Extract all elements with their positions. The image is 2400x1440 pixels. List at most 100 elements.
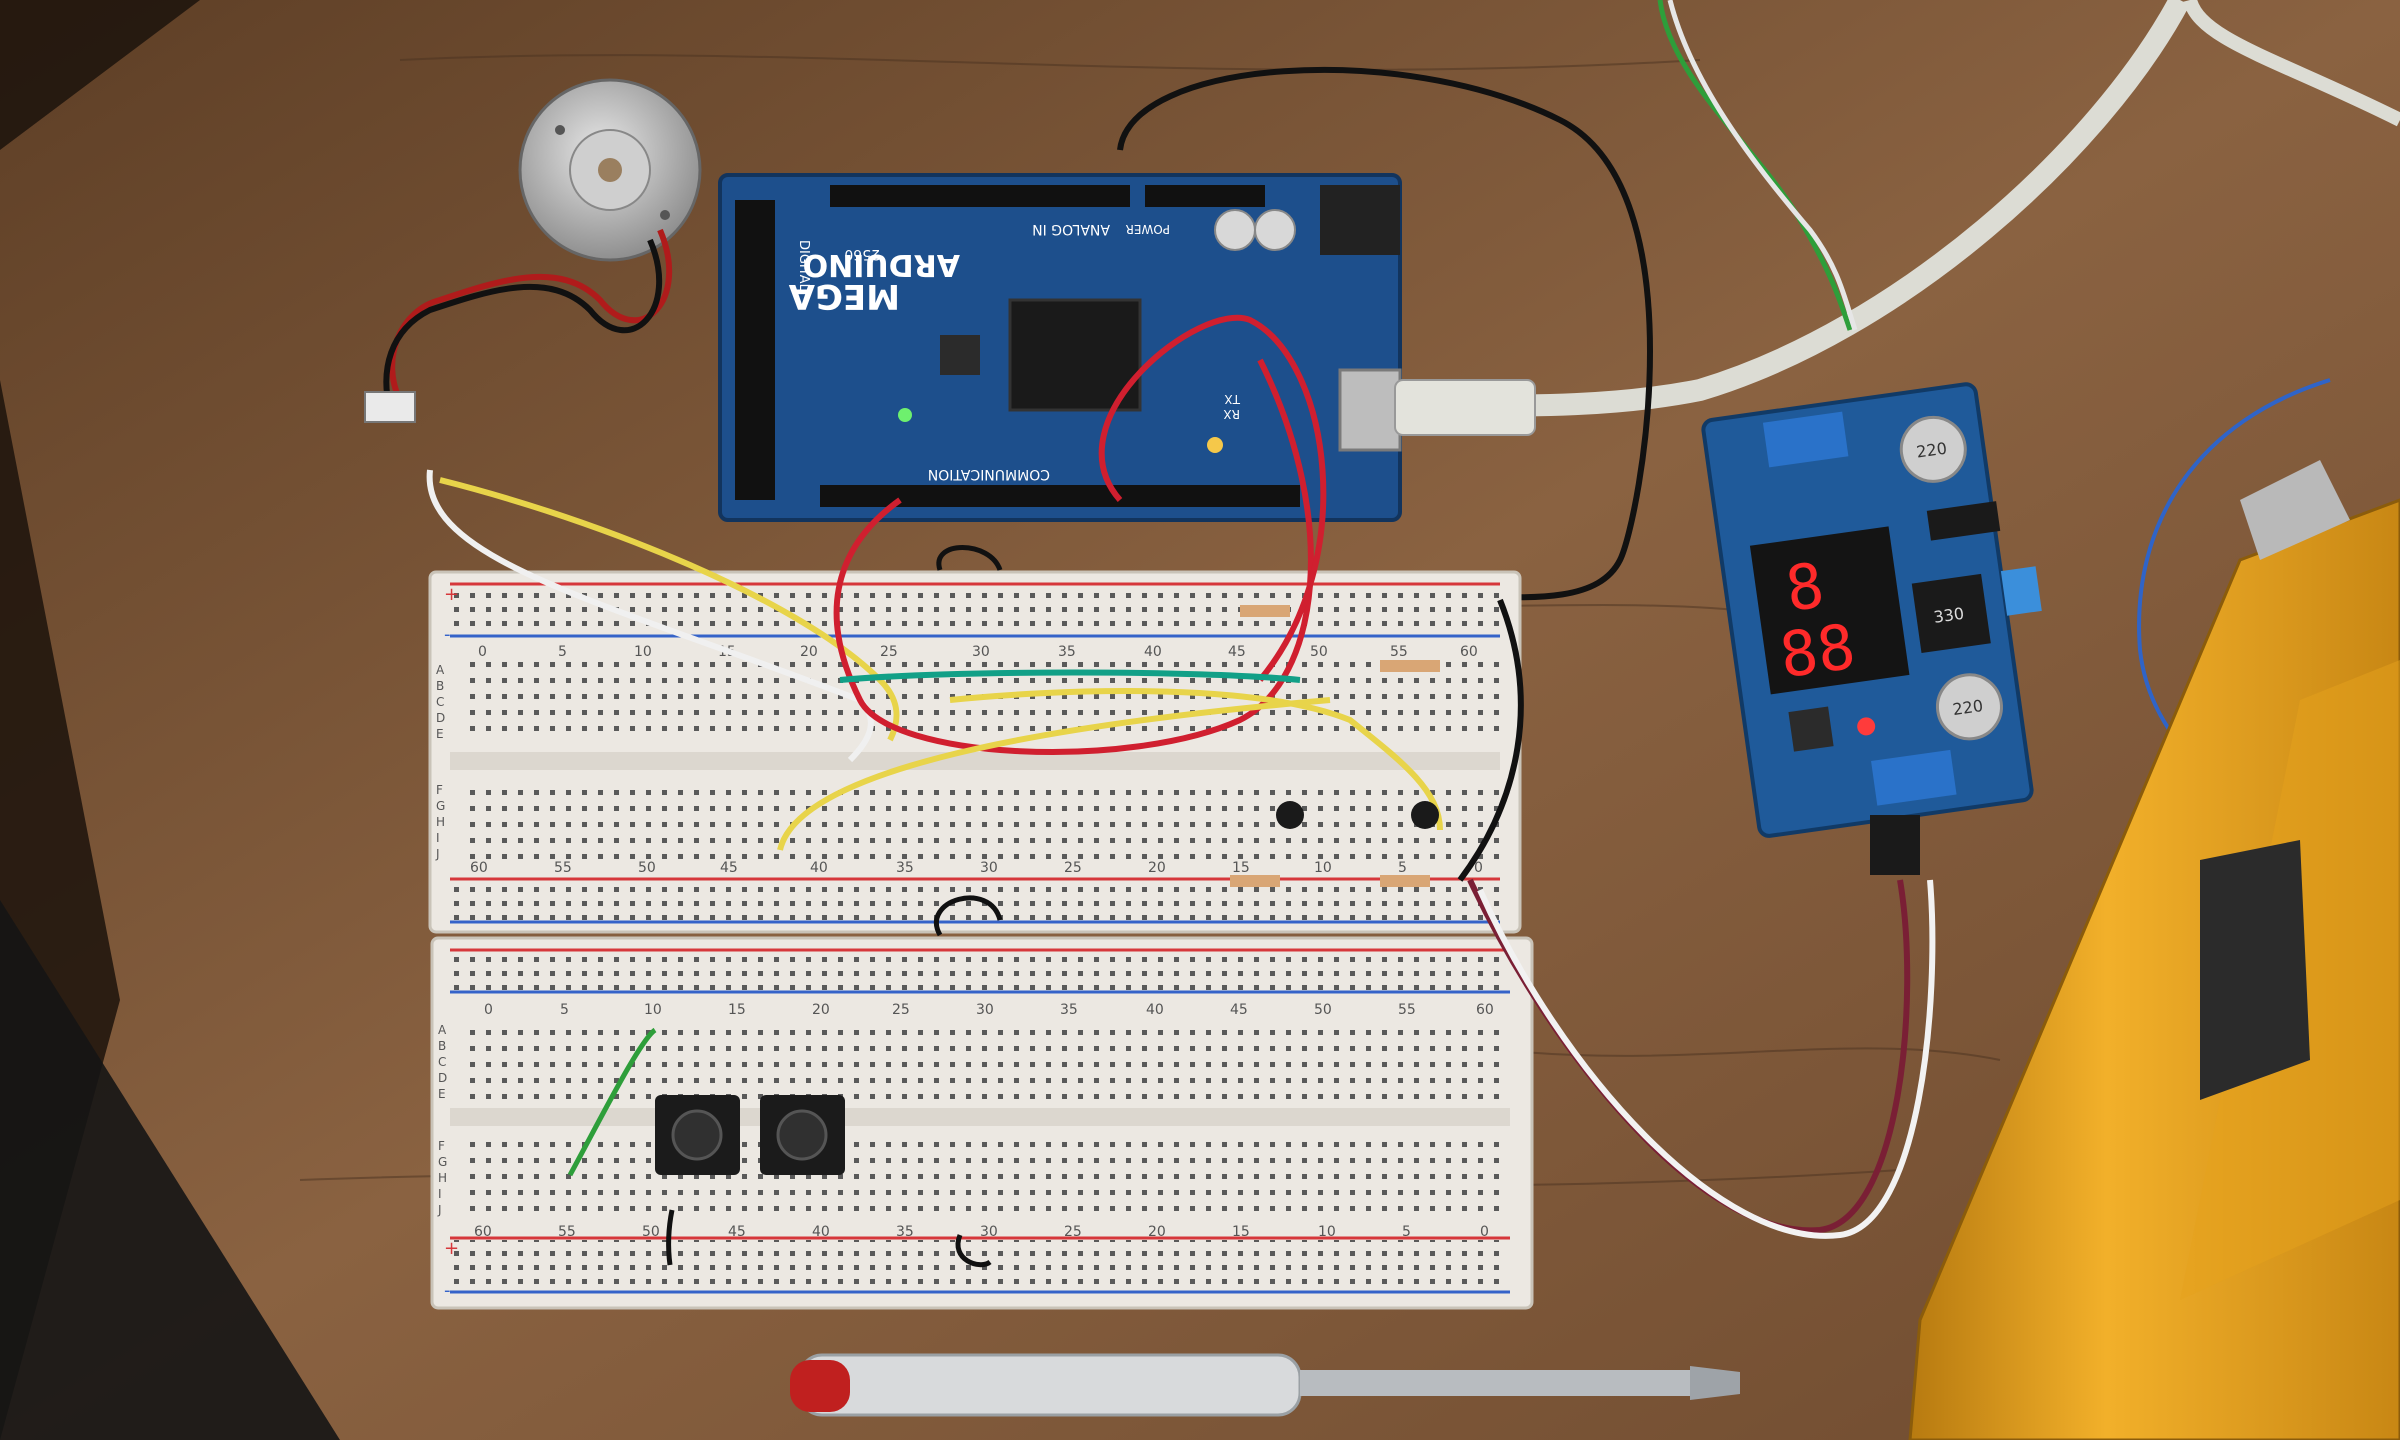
analog-in-label: ANALOG IN [1032, 221, 1110, 237]
col-num: 30 [976, 1002, 994, 1018]
col-num: 25 [892, 1002, 910, 1018]
usb-b-port [1338, 368, 1402, 452]
col-num: 30 [980, 1224, 998, 1240]
trim-potentiometer [2000, 566, 2042, 616]
usb-plug [1394, 379, 1536, 436]
col-num: 60 [470, 860, 488, 876]
bottom-terminal-strip-f-j [460, 1135, 1510, 1215]
col-num: 10 [634, 644, 652, 660]
center-channel [450, 752, 1500, 770]
row-letter: A [438, 1023, 447, 1037]
resistor [1240, 605, 1290, 617]
comm-header-bottom [820, 485, 1300, 507]
col-num: 40 [1146, 1002, 1164, 1018]
top-power-rail [450, 585, 1500, 635]
black-wire-rail [1457, 598, 1524, 882]
col-num: 30 [972, 644, 990, 660]
buck-wire-connector [1870, 815, 1920, 875]
col-num: 0 [1474, 860, 1483, 876]
transistor [1411, 801, 1439, 829]
tactile-switch-icon [760, 1095, 845, 1175]
cap-label-2: 220 [1951, 696, 1984, 719]
col-num: 5 [558, 644, 567, 660]
usb-cable-2 [2183, 0, 2400, 127]
rail-minus-label: - [444, 624, 451, 645]
knife-blade [2240, 460, 2350, 560]
col-num: 45 [728, 1224, 746, 1240]
capacitor-buck-1 [1899, 415, 1967, 483]
power-label: POWER [1126, 222, 1170, 236]
col-num: 10 [1318, 1224, 1336, 1240]
cap-label-1: 220 [1915, 439, 1948, 462]
col-num: 30 [980, 860, 998, 876]
row-letter: I [436, 831, 440, 845]
col-num: 40 [812, 1224, 830, 1240]
communication-label: COMMUNICATION [928, 466, 1050, 482]
row-letter: B [438, 1039, 446, 1053]
tactile-switch-icon [655, 1095, 740, 1175]
arduino-mega-board: ARDUINO MEGA 2560 ANALOG IN POWER DIGITA… [718, 173, 1402, 522]
top-col-numbers-reversed: 60 55 50 45 40 35 30 25 20 15 10 5 0 [470, 860, 1483, 876]
seven-segment-display [1749, 526, 1910, 695]
row-letter: I [438, 1187, 442, 1201]
col-num: 10 [1314, 860, 1332, 876]
col-num: 35 [1060, 1002, 1078, 1018]
tester-shaft [1300, 1370, 1690, 1396]
rx-label: RX [1223, 407, 1240, 421]
row-letter: J [437, 1203, 442, 1217]
regulator-ic [1926, 501, 2001, 541]
tx-label: TX [1224, 392, 1241, 406]
col-num: 55 [554, 860, 572, 876]
mode-button [1788, 706, 1834, 752]
rail-plus-label: + [444, 584, 459, 605]
row-letter: H [436, 815, 445, 829]
red-wire-1 [833, 358, 1314, 756]
col-num: 40 [810, 860, 828, 876]
analog-header-top [830, 185, 1130, 207]
col-num: 50 [1314, 1002, 1332, 1018]
col-num: 35 [896, 1224, 914, 1240]
variant-label: 2560 [844, 246, 880, 262]
col-num: 5 [560, 1002, 569, 1018]
resistor [1380, 875, 1430, 887]
inductor [1911, 573, 1991, 653]
yellow-wire-motor [439, 477, 900, 742]
top-terminal-strip-f-j [460, 780, 1500, 860]
col-num: 25 [880, 644, 898, 660]
microcontroller-chip [1008, 298, 1142, 412]
col-num: 50 [638, 860, 656, 876]
white-wire-motor [426, 469, 874, 763]
motor-connector [364, 391, 416, 423]
row-letter: G [438, 1155, 447, 1169]
display-bottom-digits: 88 [1775, 610, 1859, 693]
voltage-tester-screwdriver-icon [790, 1353, 1740, 1417]
white-wire [1667, 0, 1858, 331]
model-label: MEGA [788, 276, 900, 316]
col-num: 50 [642, 1224, 660, 1240]
col-num: 0 [484, 1002, 493, 1018]
black-jumper-wire [1117, 66, 1653, 601]
resistor [1380, 660, 1440, 672]
capacitor-1 [1214, 209, 1256, 251]
black-jumper-short [666, 1209, 675, 1266]
utility-knife-icon [1908, 460, 2400, 1440]
input-terminal [1762, 411, 1849, 468]
row-letter: D [436, 711, 445, 725]
bottom-center-channel [450, 1108, 1510, 1126]
reset-button [940, 335, 980, 375]
top-row-letters: A B C D E F G H I J [435, 663, 445, 861]
power-header-top [1145, 185, 1265, 207]
digital-label: DIGITAL [796, 240, 811, 292]
transistor [1276, 801, 1304, 829]
led-power [1207, 437, 1223, 453]
col-num: 45 [1230, 1002, 1248, 1018]
output-terminal [1871, 749, 1957, 806]
col-num: 40 [1144, 644, 1162, 660]
col-num: 55 [558, 1224, 576, 1240]
rail-minus-label-2: - [444, 1280, 451, 1301]
digital-header-left [735, 200, 775, 500]
status-led [1857, 717, 1876, 736]
col-num: 15 [1232, 1224, 1250, 1240]
brand-label: ARDUINO [803, 247, 960, 282]
